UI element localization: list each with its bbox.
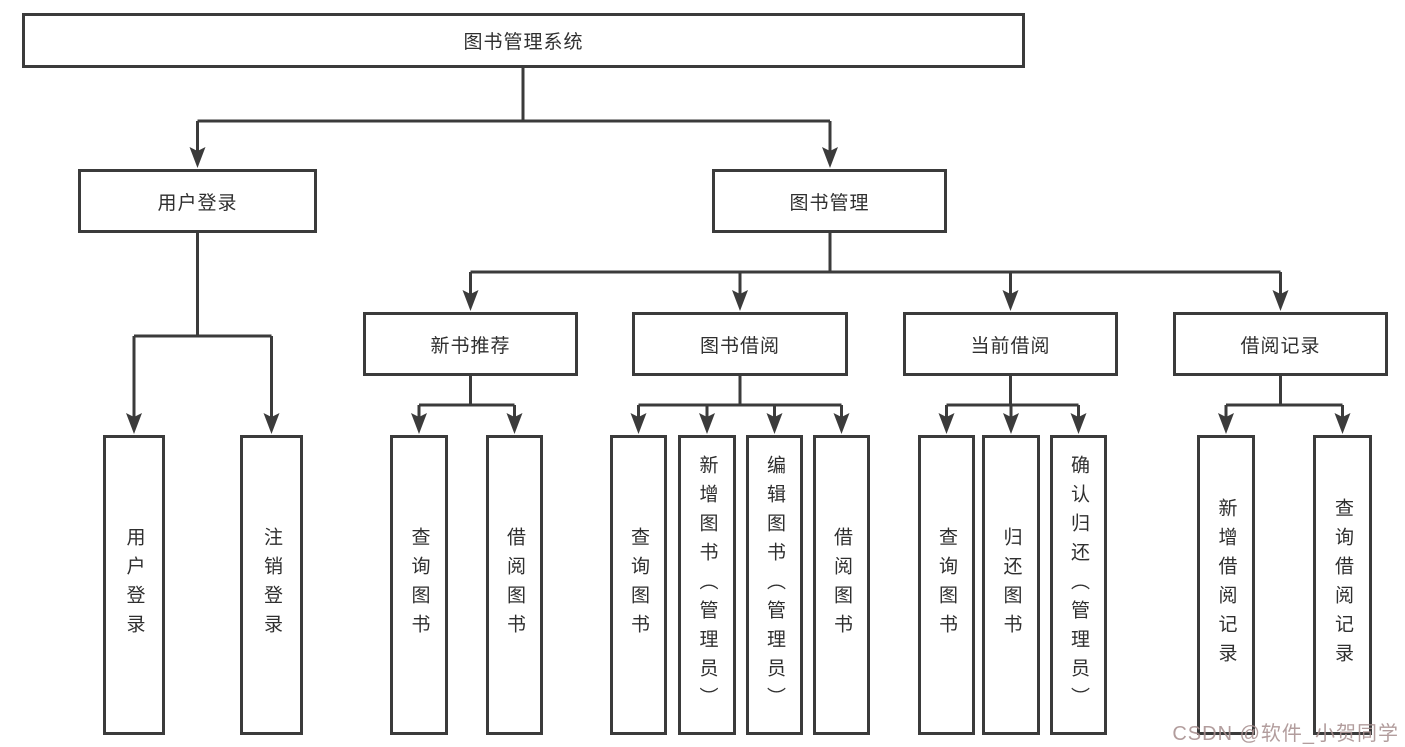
node-borrowing-records: 借阅记录 bbox=[1173, 312, 1388, 376]
connector-book-mgmt-to-level3 bbox=[469, 233, 1282, 295]
connector-root-to-level2 bbox=[196, 68, 832, 153]
csdn-watermark: CSDN @软件_小贺同学 bbox=[1172, 723, 1399, 745]
node-new-book-recommend: 新书推荐 bbox=[363, 312, 578, 376]
leaf-add-borrow-record: 新增借阅记录 bbox=[1197, 435, 1255, 735]
leaf-query-books-current: 查询图书 bbox=[918, 435, 975, 735]
connector-book-borrow-to-leaves bbox=[637, 376, 843, 419]
leaf-edit-book-admin: 编辑图书（管理员） bbox=[746, 435, 803, 735]
connector-new-book-rec-to-leaves bbox=[417, 376, 516, 419]
node-user-login: 用户登录 bbox=[78, 169, 317, 233]
leaf-add-book-admin: 新增图书（管理员） bbox=[678, 435, 736, 735]
leaf-borrow-books-borrow: 借阅图书 bbox=[813, 435, 870, 735]
leaf-query-books-borrow: 查询图书 bbox=[610, 435, 667, 735]
node-book-management: 图书管理 bbox=[712, 169, 947, 233]
leaf-return-books: 归还图书 bbox=[982, 435, 1040, 735]
connector-borrow-records-to-leaves bbox=[1224, 376, 1344, 419]
leaf-confirm-return-admin: 确认归还（管理员） bbox=[1050, 435, 1107, 735]
connector-current-borrow-to-leaves bbox=[945, 376, 1080, 419]
node-library-system: 图书管理系统 bbox=[22, 13, 1025, 68]
node-book-borrowing: 图书借阅 bbox=[632, 312, 848, 376]
leaf-query-borrow-record: 查询借阅记录 bbox=[1313, 435, 1372, 735]
leaf-borrow-books-recommend: 借阅图书 bbox=[486, 435, 543, 735]
node-current-borrowing: 当前借阅 bbox=[903, 312, 1118, 376]
leaf-user-login: 用户登录 bbox=[103, 435, 165, 735]
leaf-query-books-recommend: 查询图书 bbox=[390, 435, 448, 735]
connector-user-login-to-leaves bbox=[132, 233, 273, 418]
leaf-logout: 注销登录 bbox=[240, 435, 303, 735]
